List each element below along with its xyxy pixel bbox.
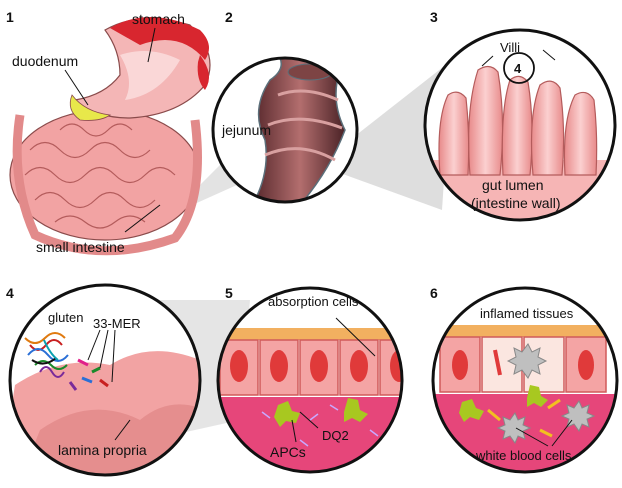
- label-intestine-wall: (intestine wall): [471, 195, 560, 211]
- label-apcs: APCs: [270, 444, 306, 460]
- panel-number: 2: [225, 9, 233, 25]
- panel-number: 5: [225, 285, 233, 301]
- panel-1-digestive-tract: 1 stomach duodenum small intestine: [6, 9, 210, 255]
- panel-number: 6: [430, 285, 438, 301]
- label-zoom-4: 4: [514, 61, 522, 76]
- label-small-intestine: small intestine: [36, 239, 125, 255]
- label-inflamed-tissues: inflamed tissues: [480, 306, 574, 321]
- panel-number: 3: [430, 9, 438, 25]
- panel-number: 4: [6, 285, 14, 301]
- label-jejunum: jejunum: [221, 122, 271, 138]
- label-dq2: DQ2: [322, 428, 349, 443]
- panel-6-inflamed-tissues: 6 inflamed tissues white blood cells: [430, 285, 622, 474]
- lamina-layer: [210, 397, 410, 477]
- label-villi: Villi: [500, 40, 520, 55]
- label-lamina-propria: lamina propria: [58, 442, 147, 458]
- label-duodenum: duodenum: [12, 53, 78, 69]
- label-gut-lumen: gut lumen: [482, 177, 543, 193]
- label-absorption-cells: absorption cells: [268, 294, 359, 309]
- label-gluten: gluten: [48, 310, 83, 325]
- panel-number: 1: [6, 9, 14, 25]
- panel-3-villi: 3 Villi 4 gut lumen (intestine wall): [425, 9, 615, 230]
- label-33-mer: 33-MER: [93, 316, 141, 331]
- panel-2-jejunum: 2 jejunum: [213, 9, 357, 207]
- label-stomach: stomach: [132, 11, 185, 27]
- label-white-blood-cells: white blood cells: [475, 448, 572, 463]
